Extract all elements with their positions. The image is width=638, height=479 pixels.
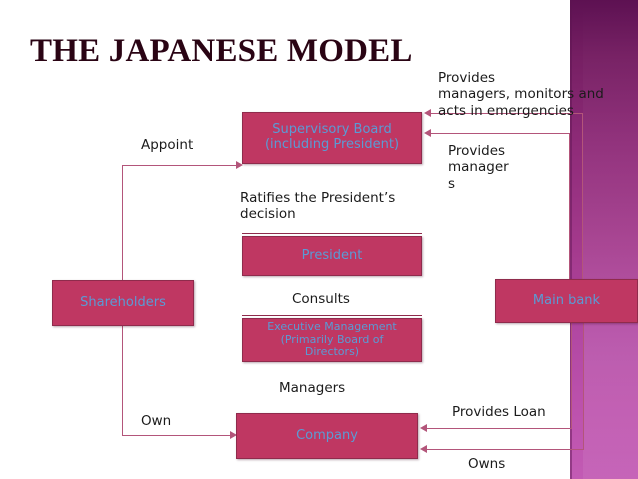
connector-appoint-arrowhead	[236, 161, 243, 169]
connector-monitors-line	[428, 113, 583, 114]
node-executive-management-line2: (Primarily Board of	[280, 332, 384, 346]
node-executive-management-line1: Executive Management	[267, 319, 397, 333]
node-main-bank[interactable]: Main bank	[495, 279, 638, 323]
label-provides-managers-monitors: Provides managers, monitors and acts in …	[438, 70, 604, 119]
connector-own-arrowhead	[230, 431, 237, 439]
connector-provides-managers-arrowhead	[424, 129, 431, 137]
connector-monitors-vline	[582, 113, 583, 279]
label-provides-managers: Provides manager s	[448, 143, 509, 192]
band-gradient-overlay	[583, 0, 638, 479]
node-supervisory-board-line2: (including President)	[264, 137, 400, 152]
label-ratifies-president-decision: Ratifies the President’s decision	[240, 190, 396, 223]
node-company-label: Company	[296, 427, 358, 443]
connector-owns-line	[424, 449, 584, 450]
decorative-purple-band	[570, 0, 638, 479]
label-managers: Managers	[279, 380, 346, 396]
node-company[interactable]: Company	[236, 413, 418, 459]
label-appoint: Appoint	[141, 137, 194, 153]
node-executive-management-line3: Directors)	[304, 345, 360, 359]
page-title: THE JAPANESE MODEL	[30, 33, 413, 69]
connector-owns-arrowhead	[420, 445, 427, 453]
node-supervisory-board[interactable]: Supervisory Board (including President)	[242, 112, 422, 164]
node-supervisory-board-line1: Supervisory Board	[272, 122, 392, 138]
label-consults: Consults	[292, 291, 350, 307]
connector-owns-vline	[583, 323, 584, 449]
connector-provides-managers-line	[428, 133, 570, 134]
node-executive-management[interactable]: Executive Management (Primarily Board of…	[242, 318, 422, 362]
label-provides-loan: Provides Loan	[452, 404, 546, 420]
node-shareholders-label: Shareholders	[80, 294, 166, 310]
connector-monitors-arrowhead	[424, 109, 431, 117]
connector-ratifies-stub	[242, 233, 422, 234]
connector-provides-managers-vline	[569, 133, 570, 279]
label-own: Own	[141, 413, 172, 429]
node-shareholders[interactable]: Shareholders	[52, 280, 194, 326]
node-president-label: President	[301, 247, 363, 263]
connector-appoint-line	[122, 165, 240, 166]
node-main-bank-label: Main bank	[532, 292, 601, 308]
node-president[interactable]: President	[242, 236, 422, 276]
connector-consults-stub	[242, 315, 422, 316]
band-left-edge	[570, 0, 572, 479]
connector-own-line	[122, 435, 234, 436]
connector-provides-loan-line	[424, 428, 572, 429]
label-owns: Owns	[468, 456, 506, 472]
connector-provides-loan-vline	[571, 323, 572, 428]
connector-provides-loan-arrowhead	[420, 424, 427, 432]
